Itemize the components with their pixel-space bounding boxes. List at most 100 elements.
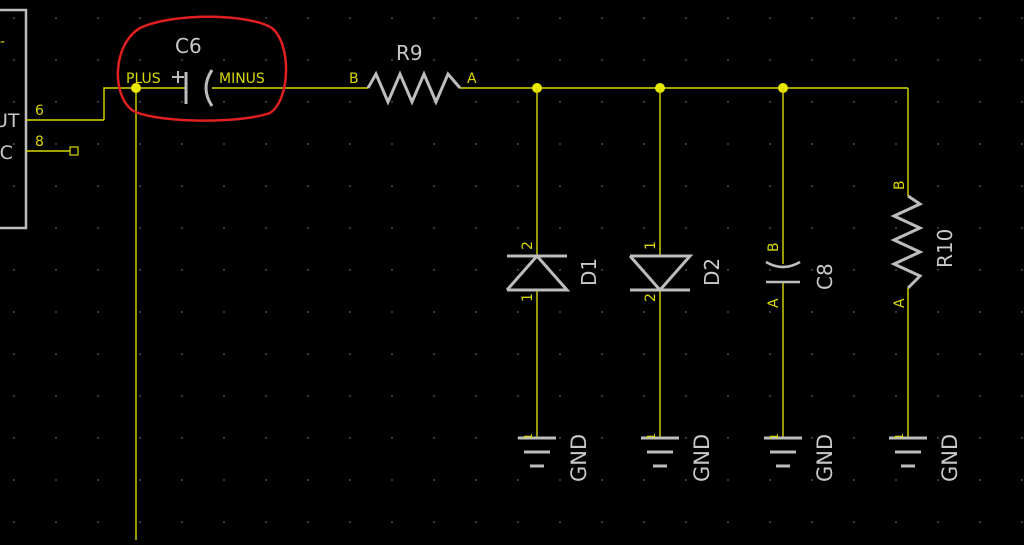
grid-dot [601, 185, 603, 187]
grid-dot [13, 59, 15, 61]
grid-dot [769, 185, 771, 187]
grid-dot [937, 269, 939, 271]
grid-dot [139, 269, 141, 271]
r9-resistor[interactable]: R9 B A [349, 41, 477, 106]
c6-capacitor[interactable]: C6 PLUS MINUS [126, 34, 265, 107]
grid-dot [1021, 521, 1023, 523]
grid-dot [727, 269, 729, 271]
grid-dot [391, 311, 393, 313]
grid-dot [433, 521, 435, 523]
ic-top-mark: - [0, 34, 5, 50]
grid-dot [685, 437, 687, 439]
gnd-symbol-3[interactable]: GND 1 [764, 433, 837, 482]
grid-dot [97, 269, 99, 271]
grid-dot [979, 185, 981, 187]
grid-dot [727, 59, 729, 61]
grid-dot [391, 101, 393, 103]
grid-dot [181, 395, 183, 397]
grid-dot [13, 269, 15, 271]
c8-pin-bottom: A [766, 298, 782, 308]
grid-dot [811, 227, 813, 229]
grid-dot [475, 143, 477, 145]
grid-dot [55, 521, 57, 523]
grid-dot [223, 227, 225, 229]
ic-pin-8-unconnected [69, 146, 79, 156]
grid-dot [517, 395, 519, 397]
grid-dot [97, 17, 99, 19]
grid-dot [97, 437, 99, 439]
grid-dot [1021, 269, 1023, 271]
grid-dot [811, 185, 813, 187]
grid-dot [601, 143, 603, 145]
c8-capacitor[interactable]: C8 B A [765, 88, 837, 438]
grid-dot [601, 395, 603, 397]
grid-dot [97, 185, 99, 187]
grid-dot [181, 185, 183, 187]
grid-dot [811, 353, 813, 355]
grid-dot [559, 311, 561, 313]
grid-dot [979, 353, 981, 355]
r9-zigzag [366, 70, 462, 106]
grid-dot [223, 185, 225, 187]
grid-dot [643, 143, 645, 145]
grid-dot [685, 269, 687, 271]
grid-dot [559, 227, 561, 229]
grid-dot [559, 479, 561, 481]
r10-resistor[interactable]: R10 B A [890, 180, 957, 438]
grid-dot [853, 269, 855, 271]
grid-dot [181, 101, 183, 103]
grid-dot [685, 353, 687, 355]
grid-dot [853, 395, 855, 397]
d1-diode[interactable]: D1 2 1 [505, 88, 601, 438]
grid-dot [13, 395, 15, 397]
grid-dot [895, 353, 897, 355]
grid-dot [433, 353, 435, 355]
grid-dot [391, 227, 393, 229]
grid-dot [97, 521, 99, 523]
r9-reference: R9 [396, 41, 423, 65]
grid-dot [307, 521, 309, 523]
wire-ic-to-c6 [103, 87, 136, 120]
grid-dot [979, 395, 981, 397]
gnd-label: GND [813, 434, 837, 482]
grid-dot [979, 143, 981, 145]
grid-dot [223, 521, 225, 523]
grid-dot [475, 269, 477, 271]
gnd-symbol-4[interactable]: GND 1 [889, 433, 962, 482]
grid-dot [97, 311, 99, 313]
grid-dot [685, 521, 687, 523]
grid-dot [433, 269, 435, 271]
grid-dot [349, 101, 351, 103]
d2-diode[interactable]: D2 1 2 [628, 88, 724, 438]
grid-dot [13, 479, 15, 481]
grid-dots [13, 17, 1023, 523]
grid-dot [853, 17, 855, 19]
gnd-label: GND [690, 434, 714, 482]
grid-dot [433, 395, 435, 397]
gnd-pin: 1 [768, 433, 781, 440]
ic-chip[interactable]: - UT IC 6 8 [0, 8, 104, 230]
grid-dot [769, 479, 771, 481]
grid-dot [181, 437, 183, 439]
grid-dot [853, 227, 855, 229]
grid-dot [265, 437, 267, 439]
grid-dot [895, 59, 897, 61]
grid-dot [979, 101, 981, 103]
grid-dot [349, 395, 351, 397]
c6-pin-plus: PLUS [126, 71, 161, 87]
grid-dot [265, 479, 267, 481]
grid-dot [559, 353, 561, 355]
grid-dot [391, 143, 393, 145]
gnd-symbol-1[interactable]: GND 1 [518, 433, 591, 482]
grid-dot [727, 395, 729, 397]
grid-dot [265, 59, 267, 61]
grid-dot [433, 227, 435, 229]
grid-dot [769, 311, 771, 313]
grid-dot [1021, 353, 1023, 355]
ic-pin-8-number: 8 [35, 134, 44, 150]
grid-dot [895, 101, 897, 103]
grid-dot [181, 143, 183, 145]
grid-dot [895, 17, 897, 19]
gnd-symbol-2[interactable]: GND 1 [641, 433, 714, 482]
